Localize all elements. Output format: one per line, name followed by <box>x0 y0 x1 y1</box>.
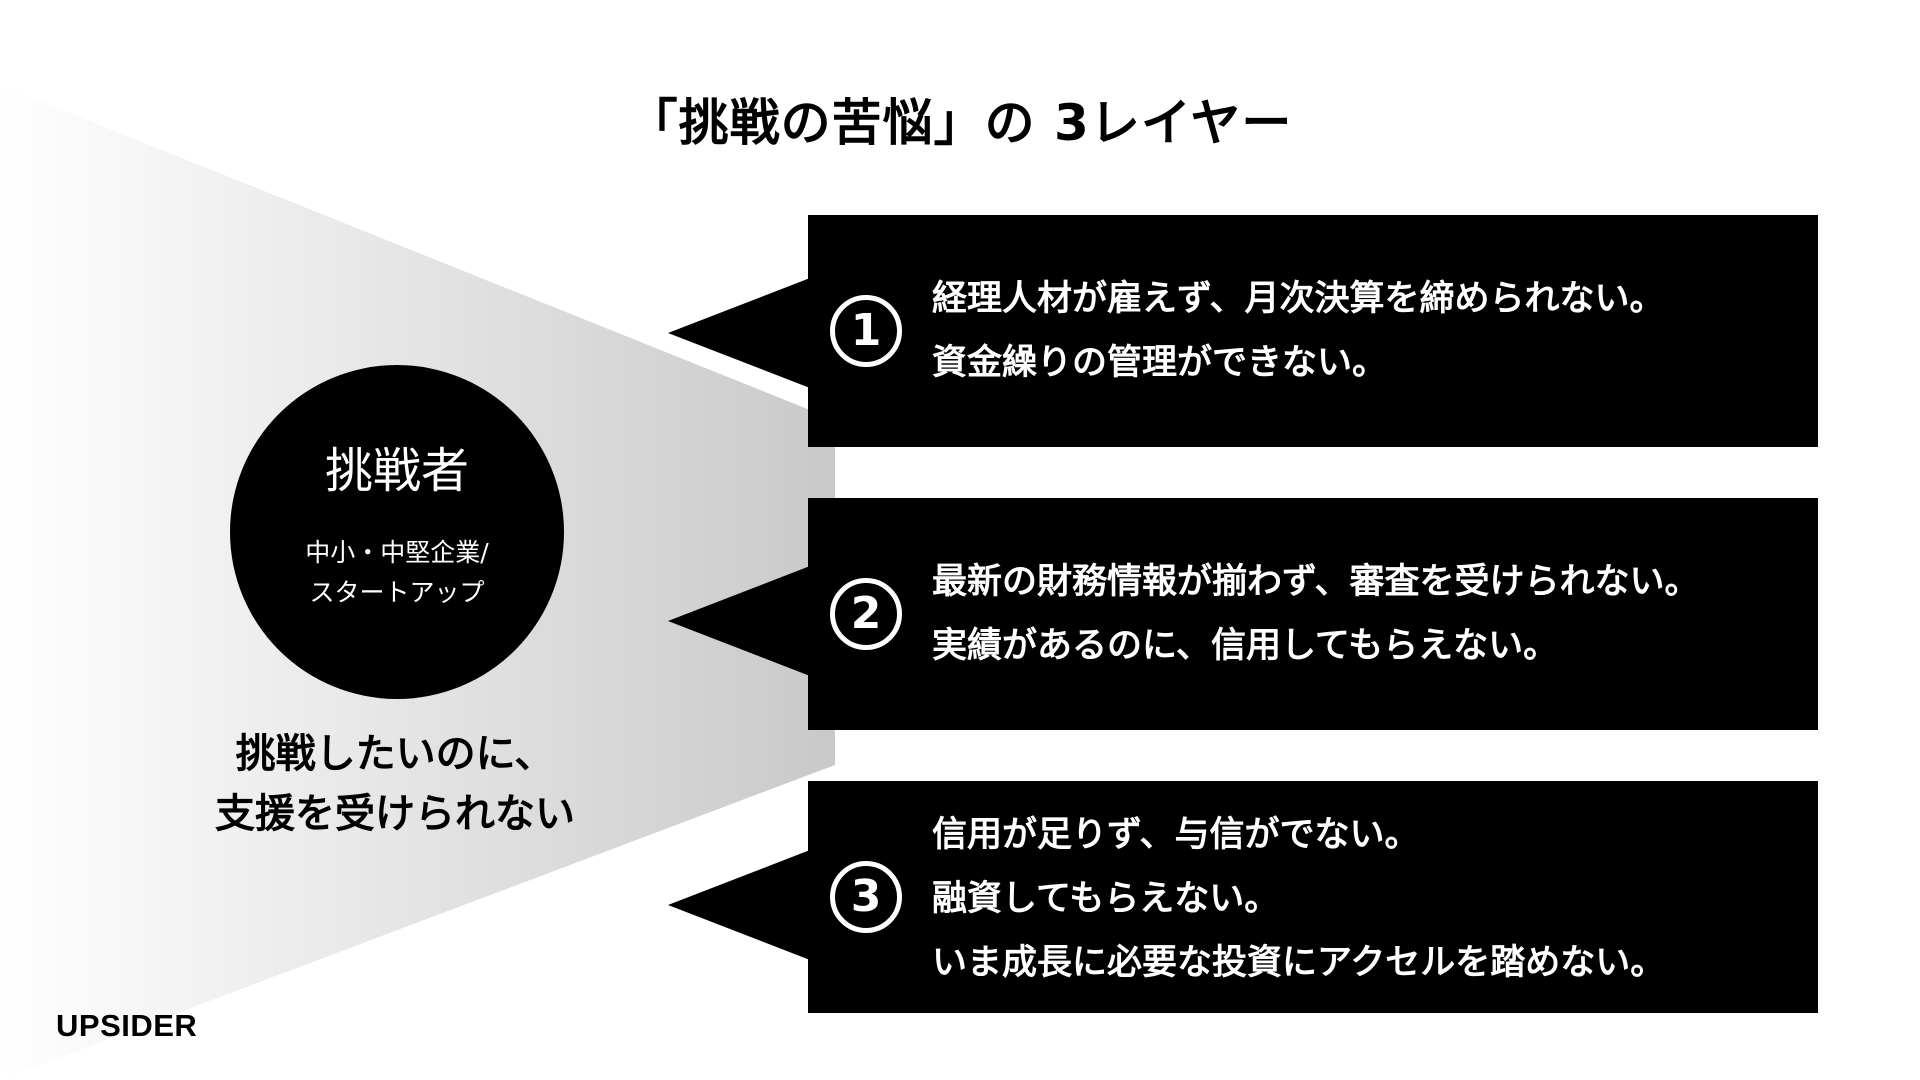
layer-3-box: 3 信用が足りず、与信がでない。 融資してもらえない。 いま成長に必要な投資にア… <box>808 781 1818 1013</box>
layer-line: 最新の財務情報が揃わず、審査を受けられない。 <box>932 562 1700 602</box>
layer-1-pointer <box>668 278 810 388</box>
layer-1-number-badge: 1 <box>830 295 902 367</box>
caption-line: 挑戦したいのに、 <box>235 731 555 777</box>
caption-line: 支援を受けられない <box>215 791 575 837</box>
page-title: 「挑戦の苦悩」の 3レイヤー <box>627 94 1293 152</box>
challenger-subtitle-line: スタートアップ <box>309 578 485 607</box>
layer-2-box: 2 最新の財務情報が揃わず、審査を受けられない。 実績があるのに、信用してもらえ… <box>808 498 1818 730</box>
layer-line: いま成長に必要な投資にアクセルを踏めない。 <box>932 943 1666 983</box>
challenger-subtitle: 中小・中堅企業/ スタートアップ <box>230 533 564 613</box>
layer-3-pointer <box>668 850 810 960</box>
layer-2-pointer <box>668 566 810 676</box>
challenger-title: 挑戦者 <box>324 443 469 499</box>
layer-line: 実績があるのに、信用してもらえない。 <box>932 626 1559 666</box>
layer-2-text: 最新の財務情報が揃わず、審査を受けられない。 実績があるのに、信用してもらえない… <box>932 550 1808 678</box>
challenger-circle: 挑戦者 中小・中堅企業/ スタートアップ <box>230 365 564 699</box>
upsider-logo: UPSIDER <box>56 1008 198 1043</box>
layer-2-number-badge: 2 <box>830 578 902 650</box>
layer-line: 経理人材が雇えず、月次決算を締められない。 <box>932 279 1665 319</box>
layer-line: 資金繰りの管理ができない。 <box>932 343 1388 383</box>
layer-1-text: 経理人材が雇えず、月次決算を締められない。 資金繰りの管理ができない。 <box>932 267 1808 395</box>
challenger-caption: 挑戦したいのに、 支援を受けられない <box>140 724 650 844</box>
challenger-subtitle-line: 中小・中堅企業/ <box>305 538 489 567</box>
layer-line: 信用が足りず、与信がでない。 <box>932 815 1420 855</box>
layer-3-text: 信用が足りず、与信がでない。 融資してもらえない。 いま成長に必要な投資にアクセ… <box>932 803 1808 995</box>
layer-3-number-badge: 3 <box>830 861 902 933</box>
layer-1-box: 1 経理人材が雇えず、月次決算を締められない。 資金繰りの管理ができない。 <box>808 215 1818 447</box>
layer-line: 融資してもらえない。 <box>932 879 1280 919</box>
